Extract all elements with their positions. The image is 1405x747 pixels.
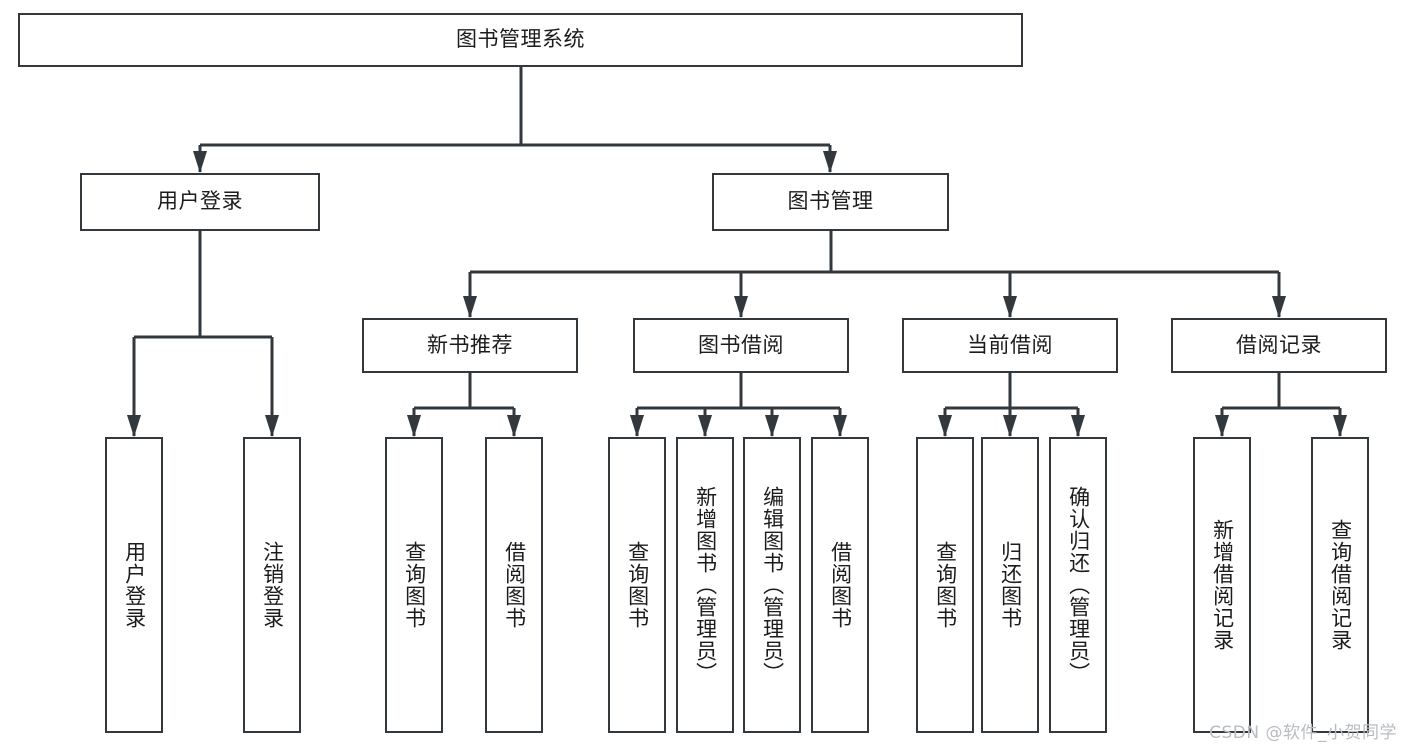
node-leaf-query-book-1[interactable]: 查询图书 <box>385 437 443 733</box>
node-root-label: 图书管理系统 <box>456 27 585 52</box>
node-leaf-add-book-label: 新增图书（管理员） <box>693 486 718 684</box>
node-leaf-user-login[interactable]: 用户登录 <box>105 437 163 733</box>
node-leaf-query-book-3[interactable]: 查询图书 <box>916 437 974 733</box>
node-book-manage-label: 图书管理 <box>787 189 874 214</box>
node-leaf-query-book-2[interactable]: 查询图书 <box>608 437 666 733</box>
node-leaf-add-record-label: 新增借阅记录 <box>1210 519 1235 651</box>
node-borrow-record-label: 借阅记录 <box>1236 332 1322 357</box>
node-leaf-query-book-2-label: 查询图书 <box>625 541 650 629</box>
watermark-text: CSDN @软件_小贺同学 <box>1209 723 1397 743</box>
node-user-login[interactable]: 用户登录 <box>80 173 320 231</box>
node-leaf-return-book[interactable]: 归还图书 <box>981 437 1039 733</box>
node-leaf-query-record-label: 查询借阅记录 <box>1328 519 1353 651</box>
node-current-borrow-label: 当前借阅 <box>967 332 1053 357</box>
node-leaf-confirm-return-label: 确认归还（管理员） <box>1066 486 1091 684</box>
node-book-manage[interactable]: 图书管理 <box>712 173 949 231</box>
node-borrow-record[interactable]: 借阅记录 <box>1171 318 1387 373</box>
node-leaf-query-record[interactable]: 查询借阅记录 <box>1311 437 1369 733</box>
node-leaf-add-record[interactable]: 新增借阅记录 <box>1193 437 1251 733</box>
node-book-borrow[interactable]: 图书借阅 <box>633 318 849 373</box>
node-leaf-query-book-3-label: 查询图书 <box>933 541 958 629</box>
node-current-borrow[interactable]: 当前借阅 <box>902 318 1118 373</box>
node-leaf-user-login-label: 用户登录 <box>122 541 147 629</box>
node-leaf-borrow-book-1[interactable]: 借阅图书 <box>485 437 543 733</box>
node-leaf-edit-book-label: 编辑图书（管理员） <box>760 486 785 684</box>
node-user-login-label: 用户登录 <box>157 189 243 214</box>
node-leaf-user-logout-label: 注销登录 <box>260 541 285 629</box>
node-leaf-return-book-label: 归还图书 <box>998 541 1023 629</box>
node-root[interactable]: 图书管理系统 <box>18 13 1023 67</box>
node-leaf-confirm-return[interactable]: 确认归还（管理员） <box>1049 437 1107 733</box>
node-leaf-user-logout[interactable]: 注销登录 <box>243 437 301 733</box>
node-leaf-borrow-book-2[interactable]: 借阅图书 <box>811 437 869 733</box>
node-leaf-edit-book[interactable]: 编辑图书（管理员） <box>743 437 801 733</box>
node-new-book-rec[interactable]: 新书推荐 <box>362 318 578 373</box>
node-leaf-borrow-book-1-label: 借阅图书 <box>502 541 527 629</box>
node-book-borrow-label: 图书借阅 <box>698 332 784 357</box>
node-leaf-query-book-1-label: 查询图书 <box>402 541 427 629</box>
node-new-book-rec-label: 新书推荐 <box>427 332 513 357</box>
node-leaf-add-book[interactable]: 新增图书（管理员） <box>676 437 734 733</box>
node-leaf-borrow-book-2-label: 借阅图书 <box>828 541 853 629</box>
